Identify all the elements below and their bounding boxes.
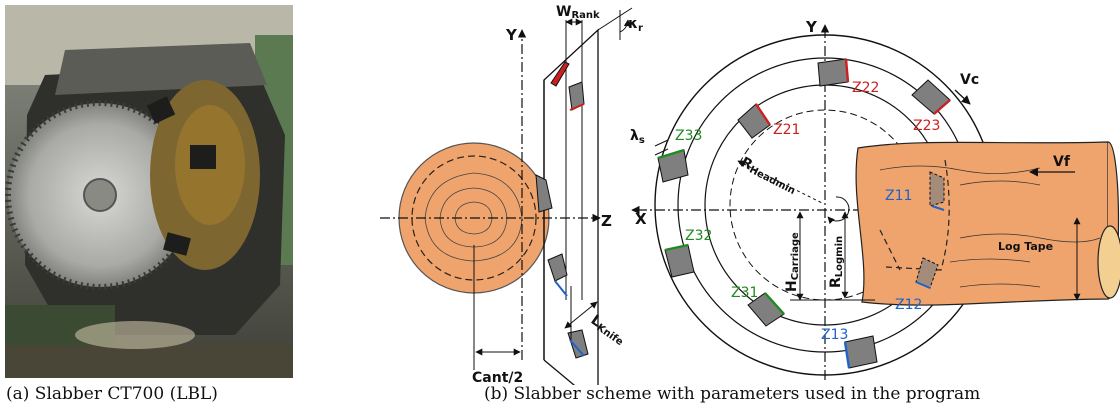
- vf-label: Vf: [1053, 154, 1071, 170]
- zone-label-z11: Z11: [885, 188, 912, 204]
- caption-a: (a) Slabber CT700 (LBL): [6, 384, 218, 404]
- zone-label-z23: Z23: [913, 118, 940, 134]
- zone-label-z31: Z31: [731, 285, 758, 301]
- r-headmin-label: RHeadmin: [738, 154, 800, 197]
- front-view: Y X Vf Log Tape Vc RHeadmin HCarriage RL…: [630, 18, 1120, 380]
- vc-label: Vc: [960, 72, 979, 88]
- insert: [817, 58, 849, 87]
- zone-label-z32: Z32: [685, 228, 712, 244]
- side-view: Y Z WRank κr LKnife Cant/2: [380, 4, 643, 385]
- w-rank-label: WRank: [556, 4, 600, 21]
- z-axis-label: Z: [601, 212, 612, 230]
- log-body: [855, 141, 1109, 306]
- lambda-label: λs: [630, 128, 645, 146]
- insert: [535, 174, 553, 213]
- slabber-scheme: Y Z WRank κr LKnife Cant/2: [380, 4, 1120, 385]
- insert: [844, 335, 878, 369]
- insert: [929, 171, 945, 207]
- cant-label: Cant/2: [472, 370, 523, 385]
- insert: [911, 79, 951, 115]
- zone-label-z21: Z21: [773, 122, 800, 138]
- y-axis-label-front: Y: [805, 18, 818, 36]
- caption-b: (b) Slabber scheme with parameters used …: [484, 384, 981, 404]
- h-carriage-label: HCarriage: [784, 232, 801, 292]
- insert: [547, 253, 568, 282]
- insert: [567, 329, 589, 359]
- zone-label-z13: Z13: [821, 327, 848, 343]
- log-tape-label: Log Tape: [998, 240, 1053, 253]
- l-knife-label: LKnife: [587, 312, 628, 348]
- slabber-photo: [5, 5, 293, 378]
- kappa-label: κr: [628, 16, 643, 34]
- zone-label-z22: Z22: [852, 80, 879, 96]
- zone-label-z12: Z12: [895, 297, 922, 313]
- r-logmin-label: RLogmin: [828, 236, 845, 288]
- zone-label-z33: Z33: [675, 128, 702, 144]
- x-axis-label: X: [635, 210, 647, 228]
- y-axis-label-side: Y: [505, 26, 518, 44]
- insert: [737, 103, 771, 139]
